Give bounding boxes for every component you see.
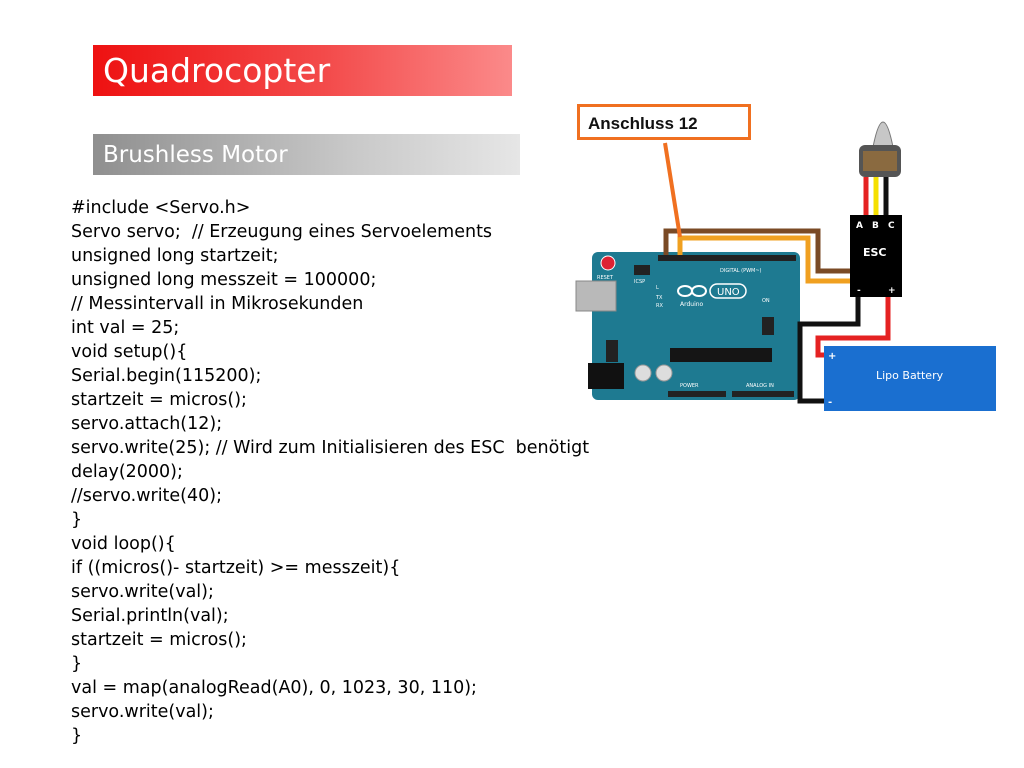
wire-signal-orange (677, 235, 856, 284)
code-line: if ((micros()- startzeit) >= messzeit){ (71, 558, 401, 578)
arduino-board: RESET DIGITAL (PWM~) ICSP L TX RX UNO Ar… (575, 252, 800, 400)
esc-body (850, 215, 902, 297)
code-line: // Messintervall in Mikrosekunden (71, 294, 364, 314)
code-line: } (71, 726, 83, 746)
wiring-diagram: RESET DIGITAL (PWM~) ICSP L TX RX UNO Ar… (575, 121, 996, 411)
digital-label: DIGITAL (PWM~) (720, 268, 762, 274)
code-line: Servo servo; // Erzeugung eines Servoele… (71, 222, 493, 242)
battery-plus-label: + (828, 351, 836, 362)
esc-minus-label: - (857, 286, 861, 296)
motor-windings (863, 151, 897, 171)
power-jack (588, 363, 624, 389)
code-line: servo.attach(12); (71, 414, 223, 434)
code-line: //servo.write(40); (71, 486, 223, 506)
esc: A B C ESC - + (850, 215, 902, 297)
icsp-header (634, 265, 650, 275)
analog-header (732, 391, 794, 397)
esc-label: ESC (863, 246, 887, 259)
brand-label: Arduino (680, 301, 704, 308)
title-bar: Quadrocopter (93, 45, 512, 96)
code-line: unsigned long startzeit; (71, 246, 279, 266)
esc-pin-label: B (872, 221, 879, 231)
battery-body (824, 346, 996, 411)
motor (859, 121, 901, 177)
code-line: void loop(){ (71, 534, 176, 554)
code-line: void setup(){ (71, 342, 188, 362)
arduino-logo (677, 285, 707, 297)
callout-arrow (663, 142, 682, 238)
reset-label: RESET (597, 275, 614, 281)
uno-badge (709, 283, 747, 299)
crystal (606, 340, 618, 362)
code-line: int val = 25; (71, 318, 180, 338)
power-wire-red (815, 297, 891, 358)
l-label: L (656, 285, 659, 291)
slide-subtitle: Brushless Motor (103, 142, 288, 168)
board-pcb (592, 252, 800, 400)
microcontroller-chip (670, 348, 772, 362)
esc-pin-label: A (856, 221, 863, 231)
code-line: #include <Servo.h> (71, 198, 251, 218)
esc-plus-label: + (888, 286, 896, 296)
power-header (668, 391, 726, 397)
code-line: Serial.println(val); (71, 606, 229, 626)
capacitor-2 (655, 364, 673, 382)
icsp-label: ICSP (634, 279, 645, 285)
code-line: val = map(analogRead(A0), 0, 1023, 30, 1… (71, 678, 477, 698)
code-line: startzeit = micros(); (71, 390, 247, 410)
rx-label: RX (656, 303, 663, 309)
subtitle-bar: Brushless Motor (93, 134, 520, 175)
lipo-battery: Lipo Battery + - (824, 346, 996, 411)
code-line: servo.write(25); // Wird zum Initialisie… (71, 438, 590, 458)
callout-label: Anschluss 12 (588, 114, 698, 133)
code-line: unsigned long messzeit = 100000; (71, 270, 377, 290)
propeller-nut (872, 121, 894, 148)
code-line: servo.write(val); (71, 582, 214, 602)
battery-label: Lipo Battery (876, 369, 944, 382)
capacitor-1 (634, 364, 652, 382)
code-line: startzeit = micros(); (71, 630, 247, 650)
code-line: } (71, 654, 83, 674)
power-wire-black (797, 297, 861, 404)
on-label: ON (762, 298, 770, 304)
analog-label: ANALOG IN (746, 383, 774, 389)
slide-title: Quadrocopter (103, 51, 331, 90)
uno-label: UNO (717, 287, 740, 298)
tx-label: TX (655, 295, 663, 301)
icsp2-header (762, 317, 774, 335)
power-label: POWER (680, 383, 699, 389)
usb-port (575, 280, 617, 312)
pin-callout: Anschluss 12 (577, 104, 751, 140)
code-line: } (71, 510, 83, 530)
code-listing: #include <Servo.h> Servo servo; // Erzeug… (71, 196, 589, 748)
wire-ground-brown (663, 228, 856, 274)
reset-button (600, 255, 616, 271)
code-line: delay(2000); (71, 462, 183, 482)
battery-minus-label: - (828, 397, 832, 408)
code-line: Serial.begin(115200); (71, 366, 262, 386)
digital-header (658, 255, 796, 261)
esc-pin-label: C (888, 221, 895, 231)
code-line: servo.write(val); (71, 702, 214, 722)
